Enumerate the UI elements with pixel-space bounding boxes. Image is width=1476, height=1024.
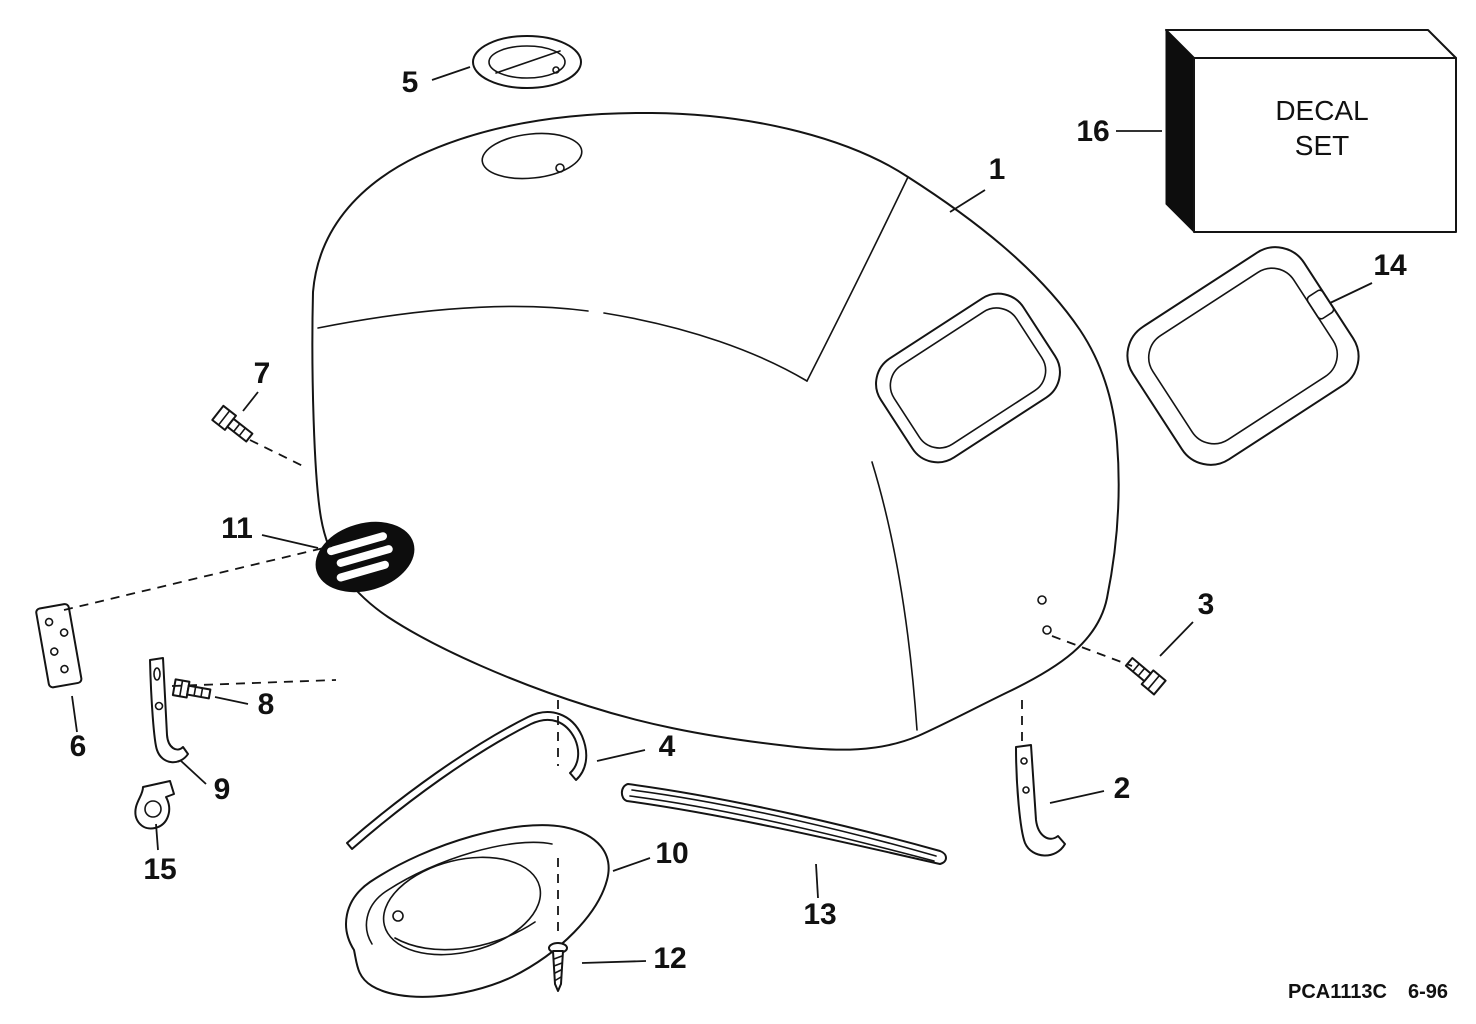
dashed-plate6-to-cover — [63, 545, 333, 611]
dashed-screw7-to-cover — [249, 439, 308, 469]
decal-box-front-face — [1193, 57, 1457, 233]
decal-box-text-line1: DECAL — [1275, 95, 1368, 126]
callout-label-8: 8 — [258, 688, 275, 721]
callout-label-2: 2 — [1114, 772, 1131, 805]
callout-label-3: 3 — [1198, 588, 1215, 621]
callout-label-10: 10 — [655, 837, 688, 870]
bracket-9 — [149, 657, 189, 764]
screw-7 — [211, 404, 254, 443]
footer: PCA1113C 6-96 — [1288, 981, 1448, 1003]
cover-window — [875, 292, 1061, 464]
decal-box-left-face — [1165, 28, 1195, 234]
callout-label-13: 13 — [803, 898, 836, 931]
callout-label-16: 16 — [1076, 115, 1109, 148]
cover-corner-crease — [871, 461, 918, 731]
decal-box-text-line2: SET — [1295, 130, 1349, 161]
air-silencer — [345, 824, 610, 998]
screw-8 — [171, 678, 212, 700]
screw-12 — [548, 942, 568, 992]
callout-label-14: 14 — [1373, 249, 1407, 282]
footer-part-code: PCA1113C — [1288, 981, 1387, 1003]
callout-label-4: 4 — [659, 730, 676, 763]
callout-label-5: 5 — [402, 66, 419, 99]
cover-hole-upper — [1037, 595, 1047, 605]
seal-4 — [346, 711, 588, 850]
cover-edge-crease — [806, 176, 909, 382]
callout-label-9: 9 — [214, 773, 231, 806]
callout-label-1: 1 — [989, 153, 1006, 186]
cover-seam-left — [317, 305, 589, 329]
molding-13 — [620, 783, 947, 865]
engine-cover — [311, 111, 1120, 751]
callout-leaders — [71, 66, 1373, 964]
callout-label-11: 11 — [221, 512, 253, 545]
callout-labels: 1 2 3 4 5 6 7 8 9 10 11 12 13 14 15 16 — [70, 66, 1407, 975]
callout-label-7: 7 — [254, 357, 271, 390]
cap-hole — [481, 132, 583, 180]
dashed-hole-to-screw3 — [1051, 635, 1133, 667]
access-cover — [1126, 246, 1360, 466]
callout-label-6: 6 — [70, 730, 87, 763]
cover-hole-lower — [1042, 625, 1052, 635]
plate-6 — [35, 603, 83, 689]
fuel-cap — [472, 35, 582, 89]
cap-hole-vent — [555, 163, 565, 173]
emblem — [315, 521, 415, 593]
footer-date-code: 6-96 — [1408, 981, 1448, 1003]
screw-3 — [1124, 657, 1167, 696]
callout-label-15: 15 — [143, 853, 176, 886]
bracket-2 — [1015, 744, 1066, 857]
cover-seam-right — [603, 312, 808, 382]
assembly-dashed-lines — [63, 439, 1133, 938]
callout-label-12: 12 — [653, 942, 686, 975]
decal-set-box: DECAL SET — [1165, 28, 1457, 234]
engine-cover-outline — [311, 111, 1120, 751]
clamp-15 — [134, 780, 175, 830]
dashed-bracket9-to-cover — [171, 679, 337, 687]
decal-box-top-face — [1165, 29, 1457, 59]
